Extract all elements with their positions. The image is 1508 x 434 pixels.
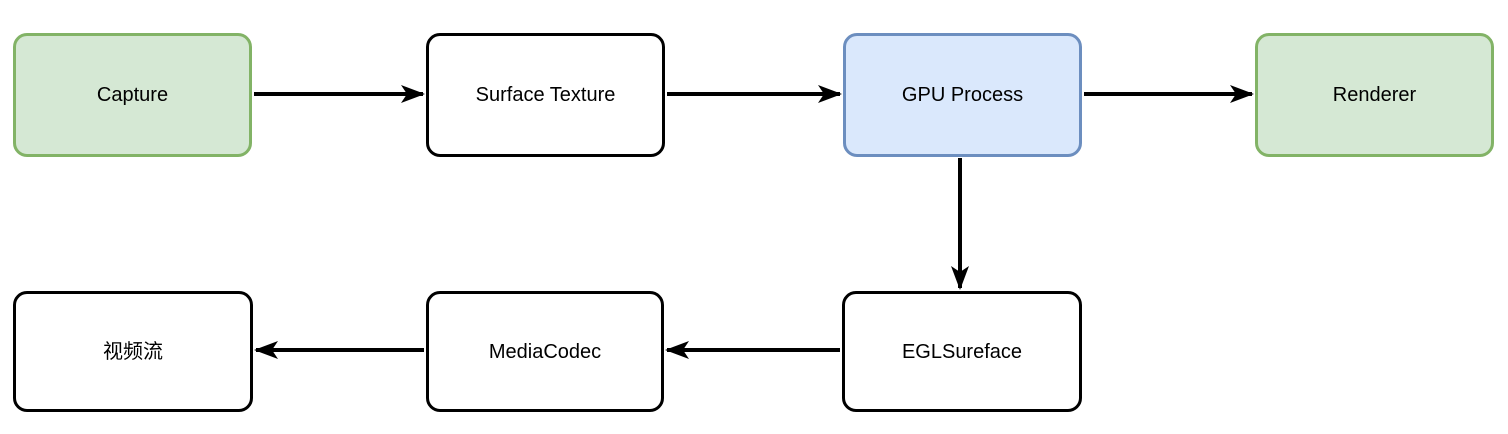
node-mediacodec-label: MediaCodec	[488, 340, 602, 363]
node-surface-texture-label: Surface Texture	[475, 84, 616, 106]
node-egl-sureface: EGLSureface	[842, 291, 1082, 412]
node-renderer: Renderer	[1255, 33, 1494, 157]
node-egl-sureface-label: EGLSureface	[901, 340, 1023, 363]
node-renderer-label: Renderer	[1332, 84, 1417, 106]
node-gpu-process-label: GPU Process	[901, 84, 1024, 106]
node-capture-label: Capture	[96, 84, 169, 106]
node-mediacodec: MediaCodec	[426, 291, 664, 412]
node-surface-texture: Surface Texture	[426, 33, 665, 157]
node-gpu-process: GPU Process	[843, 33, 1082, 157]
node-video-stream: 视频流	[13, 291, 253, 412]
node-capture: Capture	[13, 33, 252, 157]
node-video-stream-label: 视频流	[103, 340, 163, 363]
